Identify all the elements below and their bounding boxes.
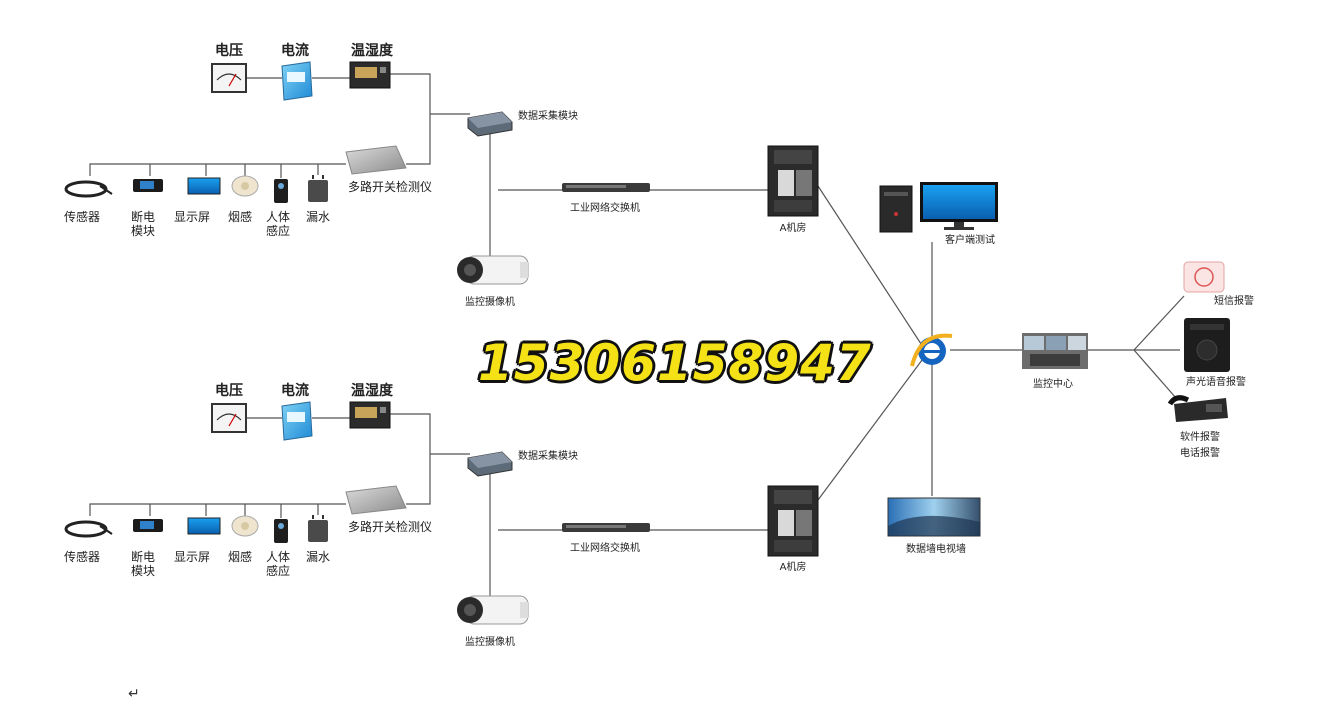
water-leak-label: 漏水 [305,210,331,224]
phone-number-watermark: 15306158947 [478,334,872,392]
return-mark: ↵ [128,686,140,702]
multi-switch-label: 多路开关检测仪 [348,520,433,534]
server-room-label: A机房 [779,562,807,573]
display-label: 显示屏 [173,210,211,224]
camera-label: 监控摄像机 [465,297,515,308]
sms-alarm-icon [1183,261,1225,293]
smoke-label: 烟感 [227,210,253,224]
temp-humidity-label: 温湿度 [351,383,393,399]
device-group-a [64,60,820,286]
industrial-switch-label: 工业网络交换机 [570,203,640,214]
client-label: 客户端测试 [945,235,995,246]
connection-lines [89,73,1185,596]
smoke-label: 烟感 [227,550,253,564]
current-label: 电流 [281,383,309,399]
power-cut-label: 断电 模块 [130,550,156,578]
tv-wall-label: 数据墙电视墙 [906,544,966,555]
motion-label: 人体 感应 [265,210,291,238]
camera-label: 监控摄像机 [465,637,515,648]
voice-alarm-speaker-icon [1184,318,1230,372]
phone-alarm-label: 软件报警 电话报警 [1180,432,1220,459]
device-group-b [64,400,820,626]
current-label: 电流 [281,43,309,59]
voltage-label: 电压 [215,383,243,399]
monitor-center-label: 监控中心 [1033,379,1073,390]
monitoring-center-icon [1022,333,1088,369]
internet-explorer-icon [910,333,953,367]
voice-alarm-label: 声光语音报警 [1186,377,1246,388]
data-module-label: 数据采集模块 [518,451,578,462]
client-computer-icon [879,182,998,233]
sensor-label: 传感器 [63,210,101,224]
tv-wall-icon [887,497,981,537]
display-label: 显示屏 [173,550,211,564]
sensor-label: 传感器 [63,550,101,564]
data-module-label: 数据采集模块 [518,111,578,122]
temp-humidity-label: 温湿度 [351,43,393,59]
sms-alarm-label: 短信报警 [1214,296,1254,307]
multi-switch-label: 多路开关检测仪 [348,180,433,194]
server-room-label: A机房 [779,223,807,234]
power-cut-label: 断电 模块 [130,210,156,238]
telephone-alarm-icon [1167,395,1228,422]
water-leak-label: 漏水 [305,550,331,564]
voltage-label: 电压 [215,43,243,59]
industrial-switch-label: 工业网络交换机 [570,543,640,554]
motion-label: 人体 感应 [265,550,291,578]
